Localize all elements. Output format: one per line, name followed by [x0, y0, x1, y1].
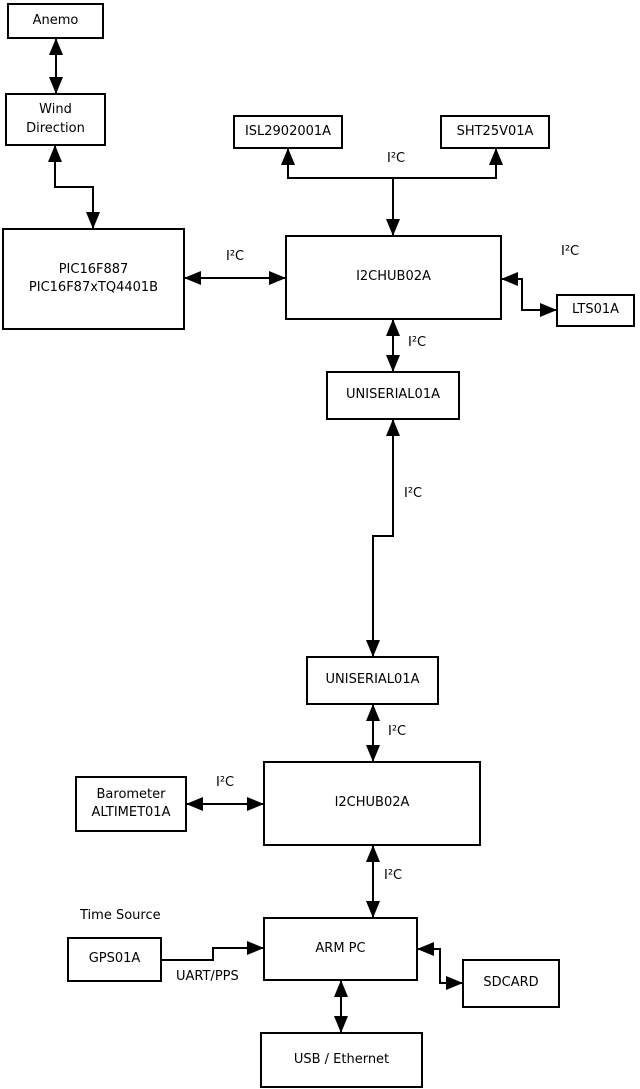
node-i2chub02a-bottom-label: I2CHUB02A	[334, 795, 410, 811]
node-uniserial01a-bottom: UNISERIAL01A	[306, 656, 439, 705]
node-pic-label-line2: PIC16F87xTQ4401B	[28, 280, 159, 295]
node-arm-pc-label: ARM PC	[315, 940, 366, 956]
node-barometer-altimet01a: Barometer ALTIMET01A	[75, 776, 187, 832]
node-pic: PIC16F887 PIC16F87xTQ4401B	[2, 228, 185, 330]
node-anemo: Anemo	[7, 3, 104, 39]
node-wind-direction: Wind Direction	[5, 93, 106, 146]
node-uniserial01a-bottom-label: UNISERIAL01A	[325, 672, 420, 688]
edge-label-i2c-barometer: I²C	[216, 775, 235, 790]
node-isl2902001a-label: ISL2902001A	[244, 123, 332, 139]
edge-uniserial-top-uniserial-bottom	[366, 419, 400, 657]
node-uniserial01a-top-label: UNISERIAL01A	[346, 387, 440, 403]
edge-i2chub-top-lts	[501, 272, 557, 317]
node-i2chub02a-top-label: I2CHUB02A	[356, 269, 431, 285]
node-barometer-label-line2: ALTIMET01A	[91, 805, 171, 820]
edge-label-i2c-pic-hub: I²C	[226, 249, 245, 264]
edge-label-i2c-lts: I²C	[561, 244, 580, 259]
edge-wind-direction-pic	[48, 145, 100, 229]
node-gps01a-label: GPS01A	[88, 951, 141, 967]
edge-gps-armpc	[162, 941, 264, 961]
node-arm-pc: ARM PC	[263, 917, 418, 981]
edge-armpc-sdcard	[417, 942, 463, 990]
caption-time-source: Time Source	[80, 908, 161, 923]
node-sht25v01a-label: SHT25V01A	[456, 123, 534, 139]
node-i2chub02a-top: I2CHUB02A	[285, 235, 502, 320]
node-wind-direction-label-line2: Direction	[26, 120, 85, 136]
edge-bus-to-isl	[281, 148, 393, 179]
node-sht25v01a: SHT25V01A	[440, 115, 550, 149]
node-sdcard: SDCARD	[462, 959, 560, 1008]
edge-label-i2c-hub-armpc: I²C	[384, 868, 403, 883]
edge-label-i2c-hub-uniserial-top: I²C	[408, 335, 427, 350]
node-gps01a: GPS01A	[67, 937, 162, 982]
node-lts01a-label: LTS01A	[571, 302, 620, 318]
node-lts01a: LTS01A	[556, 294, 635, 327]
edge-bus-to-sht	[393, 148, 503, 179]
node-isl2902001a: ISL2902001A	[233, 115, 343, 149]
edge-label-i2c-uniserial-link: I²C	[404, 486, 423, 501]
edge-label-i2c-uniserial-hub-bottom: I²C	[388, 724, 407, 739]
edge-label-uart-pps: UART/PPS	[176, 969, 239, 984]
node-i2chub02a-bottom: I2CHUB02A	[263, 761, 481, 846]
node-usb-ethernet-label: USB / Ethernet	[293, 1051, 390, 1067]
node-anemo-label: Anemo	[32, 12, 79, 28]
node-wind-direction-label-line1: Wind	[39, 102, 72, 118]
node-pic-label-line1: PIC16F887	[58, 261, 129, 277]
node-uniserial01a-top: UNISERIAL01A	[326, 371, 460, 420]
node-sdcard-label: SDCARD	[483, 975, 539, 991]
node-usb-ethernet: USB / Ethernet	[260, 1032, 423, 1088]
edge-label-i2c-top-bus: I²C	[387, 151, 406, 166]
node-barometer-label-line1: Barometer	[96, 786, 166, 802]
